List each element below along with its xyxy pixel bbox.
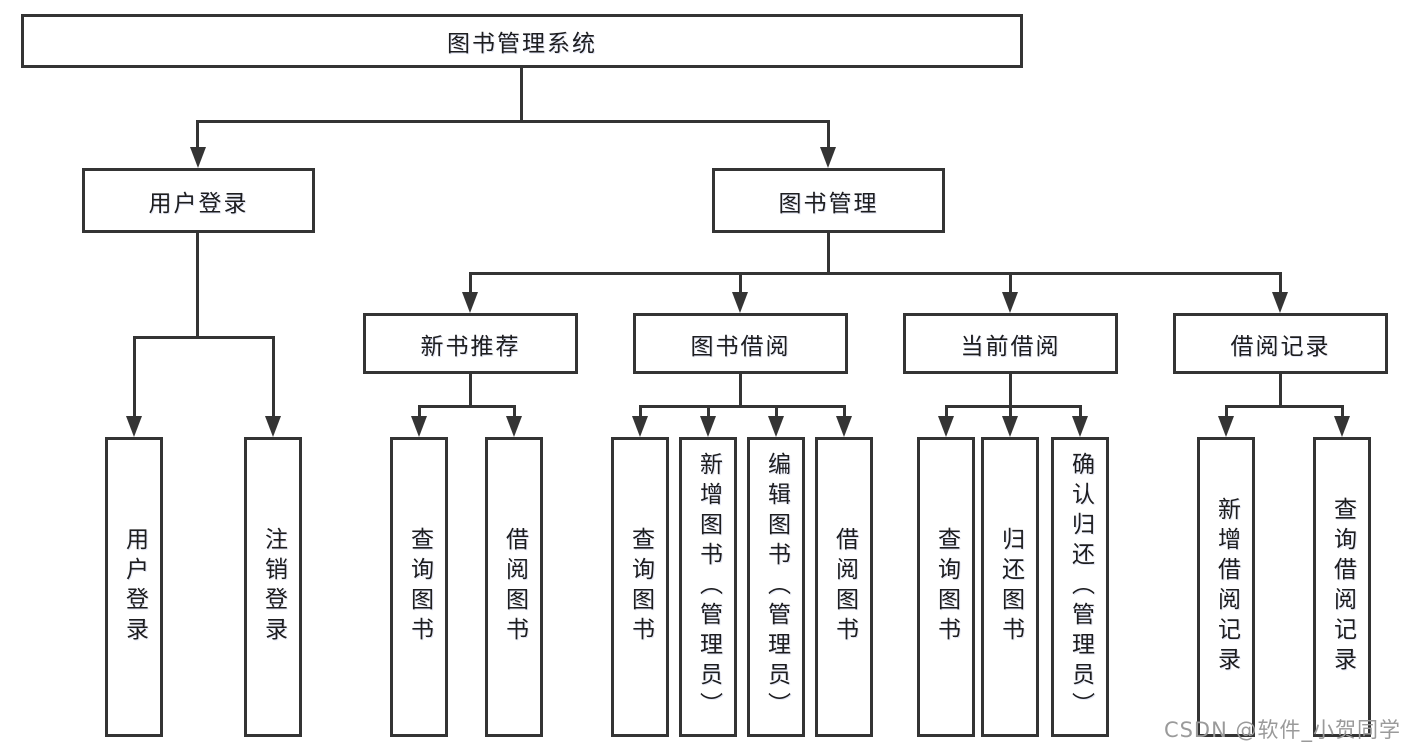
arrow-down-icon	[632, 416, 648, 437]
connector-line	[827, 120, 830, 152]
arrow-down-icon	[190, 147, 206, 168]
watermark: CSDN @软件_小贺同学	[1163, 718, 1401, 742]
connector-line	[196, 120, 830, 123]
node-borrow-books-borrowing: 借阅图书	[815, 437, 873, 737]
connector-line	[469, 272, 1281, 275]
arrow-down-icon	[462, 292, 478, 313]
connector-line	[739, 272, 742, 298]
connector-line	[196, 233, 199, 336]
connector-line	[520, 68, 523, 122]
connector-line	[418, 405, 421, 425]
connector-line	[469, 272, 472, 298]
node-query-books-recommend: 查询图书	[390, 437, 448, 737]
connector-line	[1279, 272, 1282, 298]
node-add-book-admin: 新增图书（管理员）	[679, 437, 737, 737]
arrow-down-icon	[1002, 416, 1018, 437]
arrow-down-icon	[836, 416, 852, 437]
node-user-login-module: 用户登录	[82, 168, 315, 233]
connector-line	[418, 405, 516, 408]
connector-line	[639, 405, 846, 408]
connector-line	[827, 233, 830, 272]
node-logout: 注销登录	[244, 437, 302, 737]
arrow-down-icon	[1334, 416, 1350, 437]
node-current-borrowing: 当前借阅	[903, 313, 1118, 374]
node-new-book-recommendation: 新书推荐	[363, 313, 578, 374]
node-book-management: 图书管理	[712, 168, 945, 233]
connector-line	[945, 405, 948, 425]
arrow-down-icon	[700, 416, 716, 437]
arrow-down-icon	[768, 416, 784, 437]
node-query-borrow-record: 查询借阅记录	[1313, 437, 1371, 737]
connector-line	[272, 336, 275, 420]
connector-line	[1079, 405, 1082, 425]
connector-line	[513, 405, 516, 425]
connector-line	[639, 405, 642, 425]
connector-line	[1225, 405, 1228, 425]
arrow-down-icon	[506, 416, 522, 437]
arrow-down-icon	[411, 416, 427, 437]
node-edit-book-admin: 编辑图书（管理员）	[747, 437, 805, 737]
connector-line	[1009, 405, 1012, 425]
connector-line	[1009, 374, 1012, 405]
connector-line	[1279, 374, 1282, 405]
node-borrowing-records: 借阅记录	[1173, 313, 1388, 374]
connector-line	[739, 374, 742, 405]
arrow-down-icon	[1002, 292, 1018, 313]
connector-line	[469, 374, 472, 405]
node-user-login: 用户登录	[105, 437, 163, 737]
node-query-books-current: 查询图书	[917, 437, 975, 737]
node-borrow-books-recommend: 借阅图书	[485, 437, 543, 737]
arrow-down-icon	[938, 416, 954, 437]
arrow-down-icon	[1072, 416, 1088, 437]
connector-line	[133, 336, 275, 339]
arrow-down-icon	[1272, 292, 1288, 313]
connector-line	[843, 405, 846, 425]
connector-line	[945, 405, 1082, 408]
connector-line	[133, 336, 136, 420]
arrow-down-icon	[732, 292, 748, 313]
node-library-system: 图书管理系统	[21, 14, 1023, 68]
arrow-down-icon	[265, 416, 281, 437]
connector-line	[775, 405, 778, 425]
node-confirm-return-admin: 确认归还（管理员）	[1051, 437, 1109, 737]
connector-line	[707, 405, 710, 425]
connector-line	[1341, 405, 1344, 425]
arrow-down-icon	[1218, 416, 1234, 437]
arrow-down-icon	[126, 416, 142, 437]
node-book-borrowing: 图书借阅	[633, 313, 848, 374]
connector-line	[196, 120, 199, 152]
node-add-borrow-record: 新增借阅记录	[1197, 437, 1255, 737]
connector-line	[1009, 272, 1012, 298]
node-return-books: 归还图书	[981, 437, 1039, 737]
node-query-books-borrowing: 查询图书	[611, 437, 669, 737]
connector-line	[1225, 405, 1344, 408]
arrow-down-icon	[820, 147, 836, 168]
